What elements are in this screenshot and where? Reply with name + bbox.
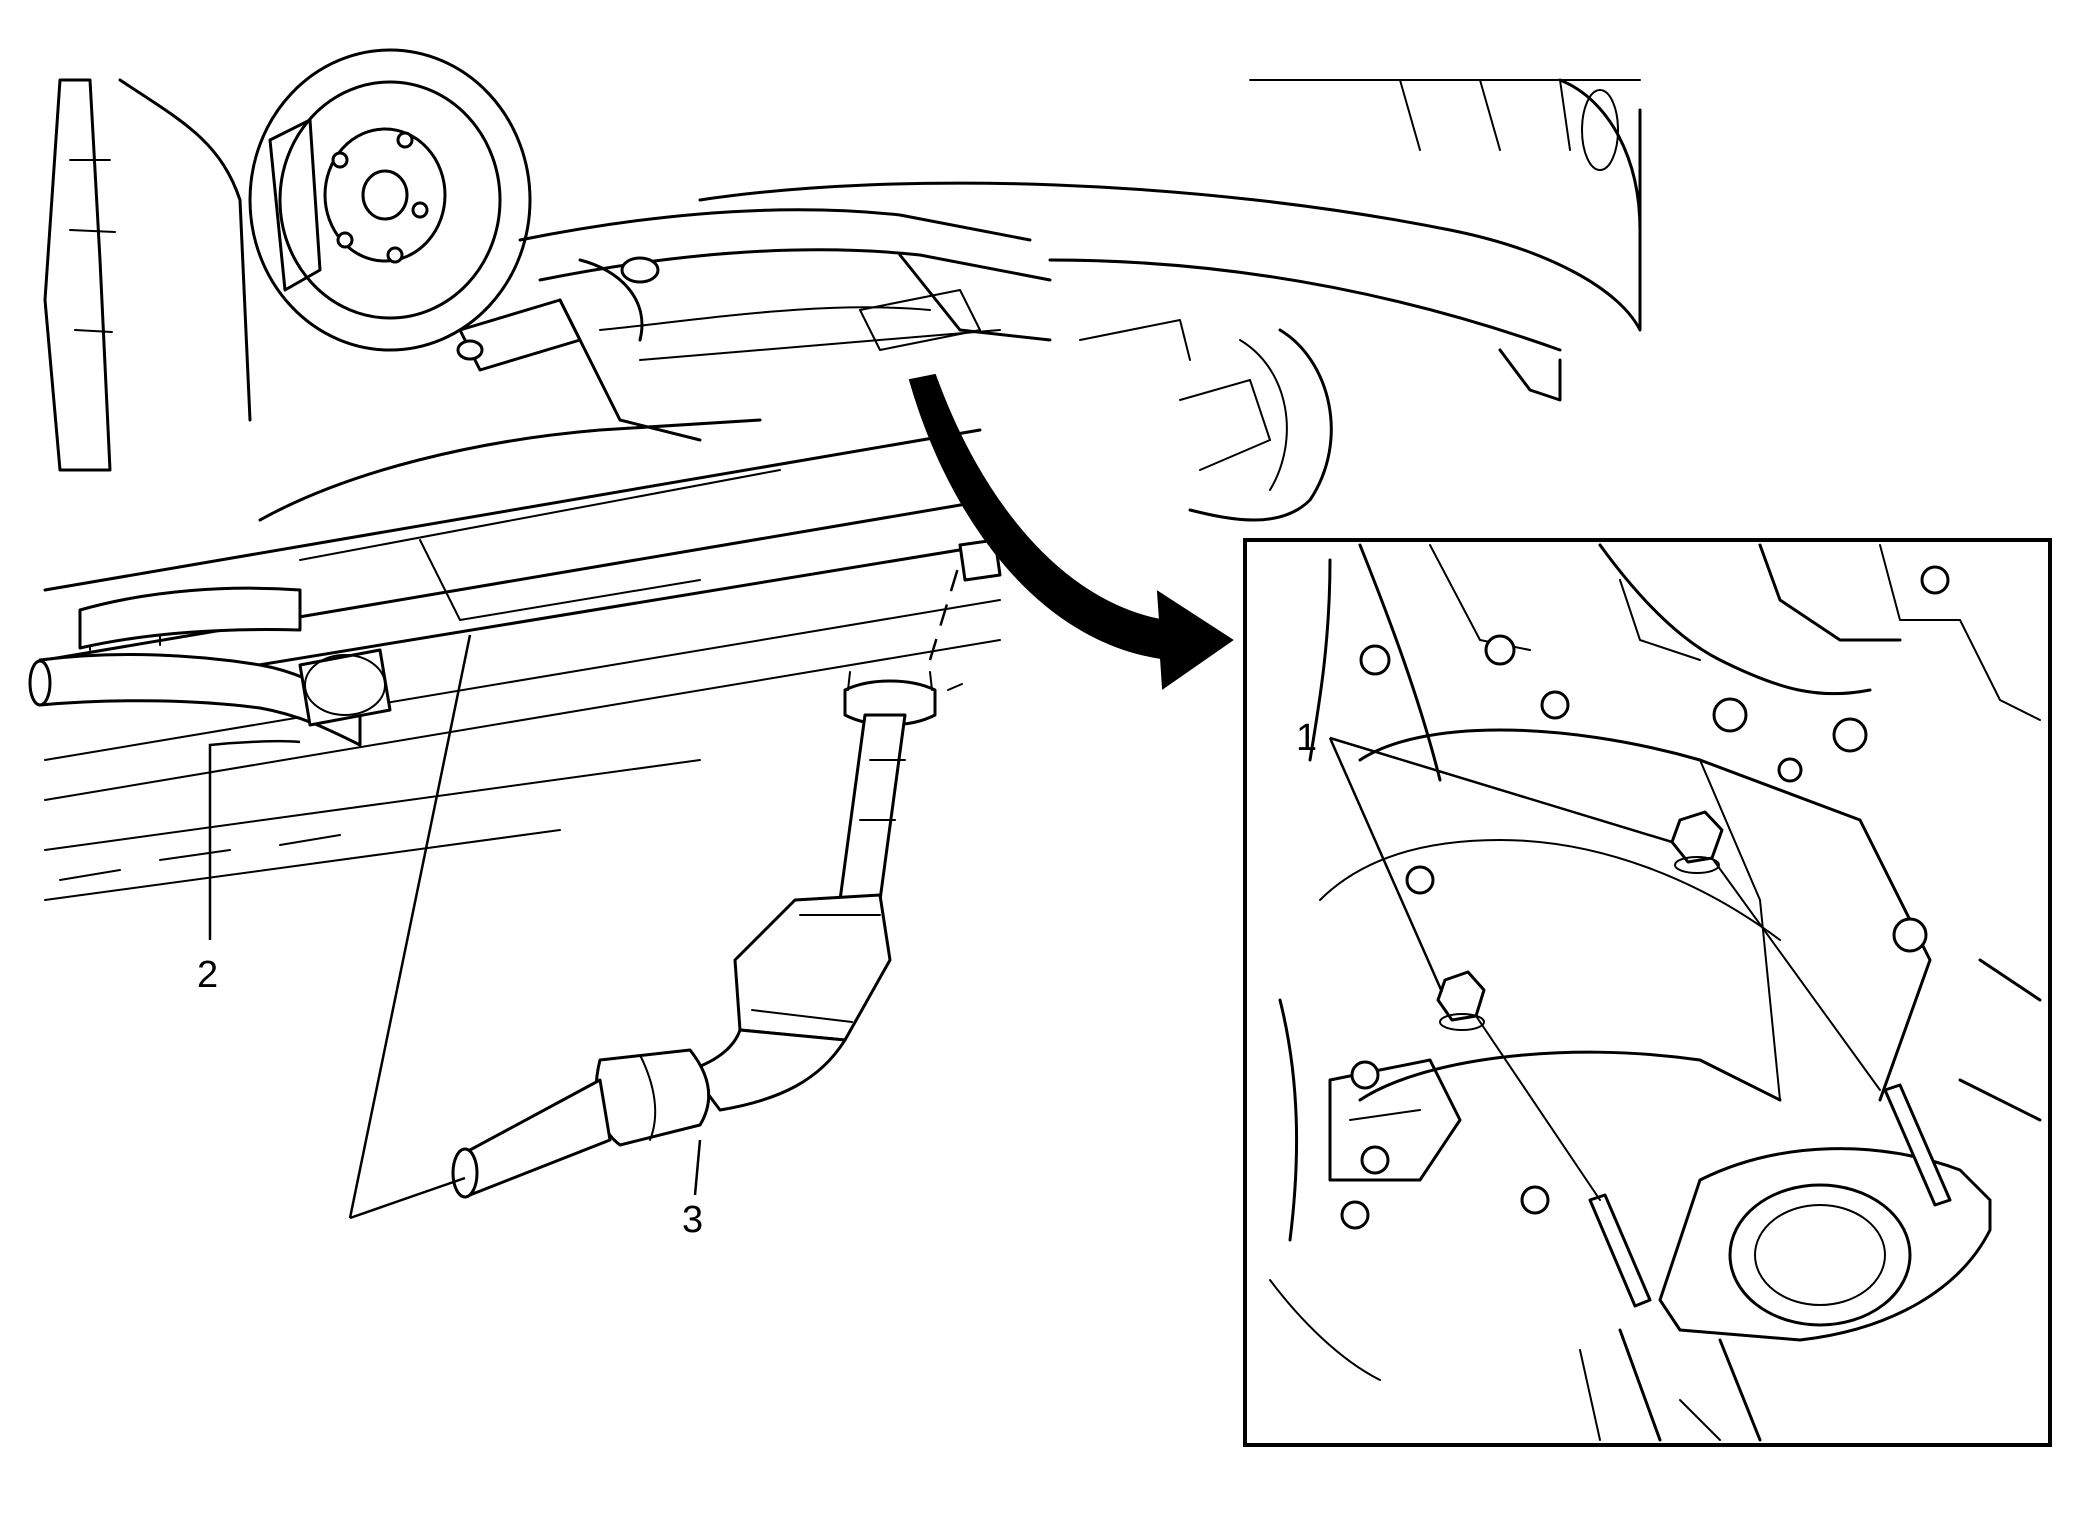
fasteners: [1340, 565, 1950, 1230]
removal-line-lower: [349, 1176, 466, 1220]
detail-inset: [1243, 538, 2052, 1447]
detail-inset-frame: [1243, 538, 2052, 1447]
removal-line-upper: [348, 634, 472, 1219]
brake-rotor: [248, 48, 532, 352]
manifold-nut-lower: [1436, 970, 1486, 1031]
far-side-wheel: [1179, 328, 1333, 522]
callout-2: 2: [197, 954, 218, 996]
leader-line-1a: [1329, 736, 1673, 844]
leader-line-2: [208, 739, 301, 940]
leader-lines: [208, 634, 1673, 1220]
exhaust-intermediate-pipe: [28, 586, 392, 747]
vehicle-underbody: [43, 48, 1642, 901]
detail-view-arrow: [908, 373, 1234, 690]
leader-line-1b: [1328, 737, 1444, 993]
catalytic-converter-assembly: [451, 671, 963, 1199]
leader-line-3: [693, 1139, 702, 1196]
alignment-dashed-line: [928, 544, 967, 661]
callout-3: 3: [682, 1199, 703, 1241]
callout-1: 1: [1296, 717, 1317, 759]
